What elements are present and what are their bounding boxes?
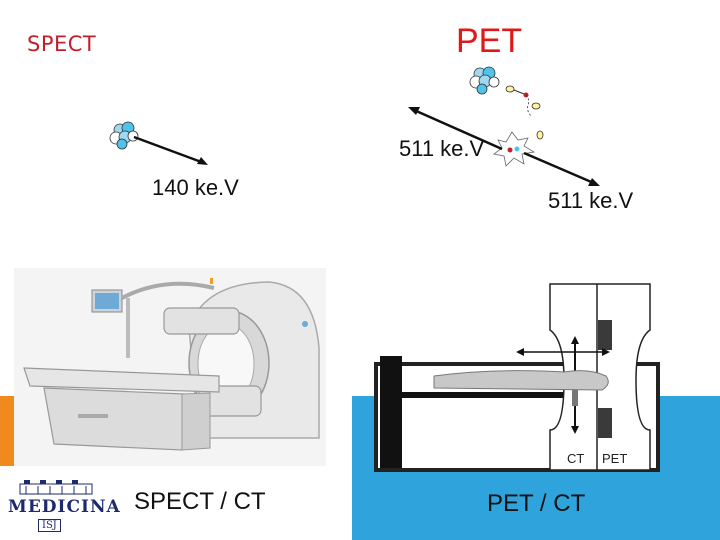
pet-section-label: PET xyxy=(602,451,628,466)
pet-energy-label-2: 511 ke.V xyxy=(548,188,634,213)
logo-name: MEDICINA xyxy=(8,497,121,517)
spect-ct-scanner-image xyxy=(14,268,326,466)
arrow-head-right-icon xyxy=(588,178,600,186)
pet-emission-diagram xyxy=(408,66,600,186)
arrow-head-left-icon xyxy=(408,107,420,115)
spect-nucleus-icon xyxy=(109,121,139,150)
patient-table xyxy=(23,367,220,393)
annihilation-burst-icon xyxy=(493,131,536,167)
pet-nucleus-icon xyxy=(469,66,500,95)
spect-energy-label: 140 ke.V xyxy=(152,175,239,200)
pet-ct-label: PET / CT xyxy=(487,490,586,517)
spect-emission-diagram xyxy=(109,121,208,165)
ct-section-label: CT xyxy=(567,451,585,466)
pet-title: PET xyxy=(456,22,523,60)
gamma-ray-left-arrow xyxy=(413,108,503,151)
patient-figure xyxy=(433,370,609,391)
positron-path-icon xyxy=(505,85,544,140)
gamma-ray-right-arrow xyxy=(523,151,597,186)
pet-energy-label-1: 511 ke.V xyxy=(399,136,485,161)
spect-title: SPECT xyxy=(27,32,97,56)
gamma-ray-arrow xyxy=(133,135,205,165)
medicina-logo xyxy=(19,480,93,495)
pet-ct-diagram xyxy=(374,283,660,472)
arrow-head-icon xyxy=(197,157,208,165)
logo-sub: ISJ xyxy=(38,519,61,532)
spect-ct-label: SPECT / CT xyxy=(134,488,266,515)
